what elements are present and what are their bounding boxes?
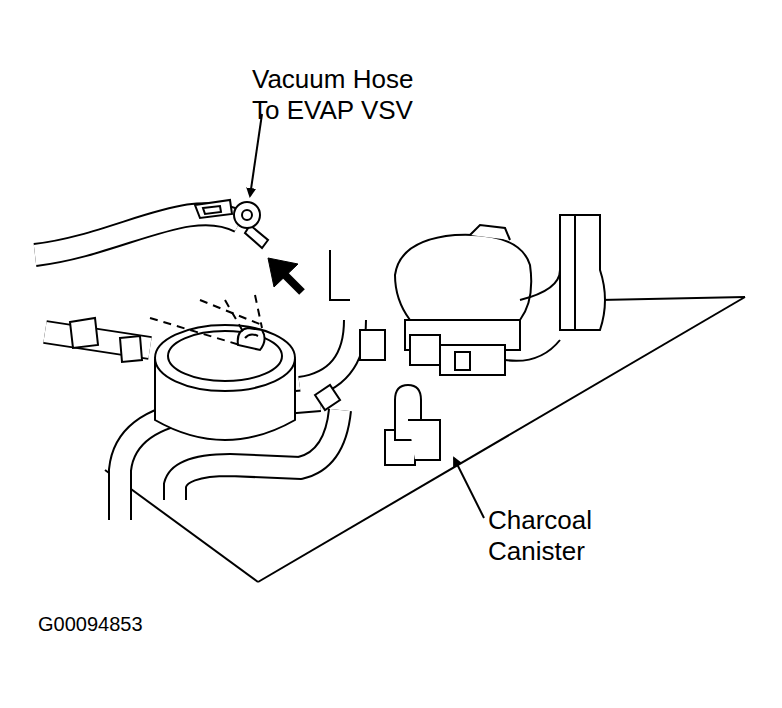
direction-arrow [268, 258, 298, 287]
hose-fill [35, 214, 240, 255]
dashed-guide [225, 300, 245, 335]
vacuum-hose-clip [242, 210, 252, 220]
hose-clamps [360, 330, 385, 360]
hose-outline [35, 214, 355, 520]
canister-bracket [408, 420, 440, 460]
vsv-solenoid [440, 345, 505, 375]
vsv-solenoid [455, 352, 470, 370]
vsv-solenoid [395, 215, 605, 375]
charcoal-canister [155, 325, 295, 391]
part-label: Charcoal Canister [488, 505, 638, 567]
vacuum-hose-clip [195, 200, 232, 218]
vsv-solenoid [574, 215, 576, 330]
leader-line [250, 114, 484, 518]
direction-arrow [285, 275, 302, 292]
hose-outline [35, 214, 240, 255]
charcoal-canister [155, 325, 295, 440]
vsv-solenoid [395, 235, 531, 320]
hose-clamps [70, 318, 385, 410]
vacuum-hose-clip [195, 200, 268, 248]
hose-outline [300, 320, 355, 388]
leader-line [250, 114, 262, 196]
leader-line [454, 458, 484, 518]
mounting-panel [330, 250, 350, 300]
vacuum-hose-clip [203, 206, 221, 214]
vacuum-hose-clip [234, 202, 260, 228]
mounting-panel [600, 297, 745, 300]
vsv-solenoid [470, 225, 510, 240]
dashed-guide [150, 295, 262, 345]
dashed-guide [150, 318, 240, 345]
vsv-solenoid [410, 335, 440, 365]
canister-bracket [385, 385, 440, 465]
hose-clamps [120, 336, 142, 362]
charcoal-canister [245, 334, 258, 338]
direction-arrow [268, 258, 302, 292]
dashed-guide [200, 300, 262, 325]
vsv-solenoid [505, 340, 560, 361]
dashed-guide [255, 295, 262, 328]
vsv-solenoid [520, 270, 560, 300]
part-label: Vacuum Hose To EVAP VSV [252, 64, 420, 126]
hose-clamps [70, 318, 98, 348]
hose-clamps [315, 385, 340, 410]
vsv-solenoid [560, 215, 605, 330]
figure-code: G00094853 [38, 612, 198, 636]
hose-fill [300, 320, 355, 388]
hose-fill [35, 214, 355, 520]
